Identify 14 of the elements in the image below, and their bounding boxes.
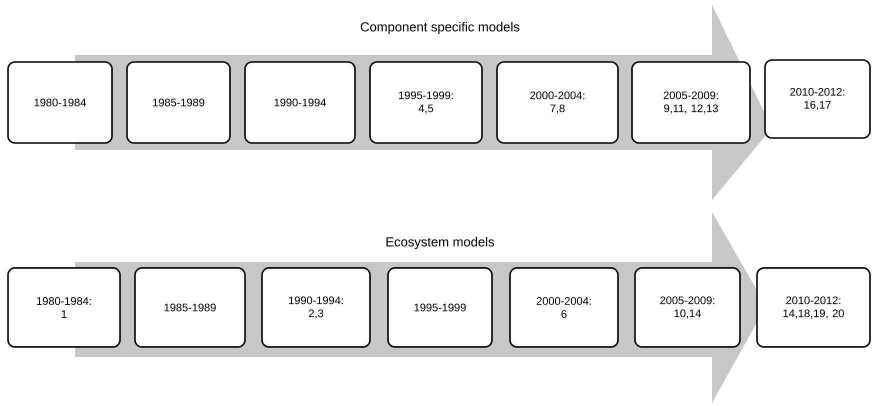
period-box: 2010-2012: 14,18,19, 20 <box>756 267 871 348</box>
period-box: 1985-1989 <box>126 61 231 144</box>
period-box: 1990-1994: 2,3 <box>261 267 371 348</box>
period-box: 2000-2004: 6 <box>509 267 619 348</box>
period-box: 1980-1984 <box>7 61 113 144</box>
period-box: 1985-1989 <box>134 267 246 348</box>
period-box: 1980-1984: 1 <box>7 267 121 348</box>
period-box: 1990-1994 <box>244 61 356 144</box>
period-box: 2005-2009: 10,14 <box>634 267 741 348</box>
period-box: 2000-2004: 7,8 <box>496 61 619 144</box>
period-box: 2005-2009: 9,11, 12,13 <box>631 61 751 144</box>
period-box: 2010-2012: 16,17 <box>764 59 871 139</box>
period-box: 1995-1999 <box>387 267 493 348</box>
period-box: 1995-1999: 4,5 <box>369 61 483 144</box>
